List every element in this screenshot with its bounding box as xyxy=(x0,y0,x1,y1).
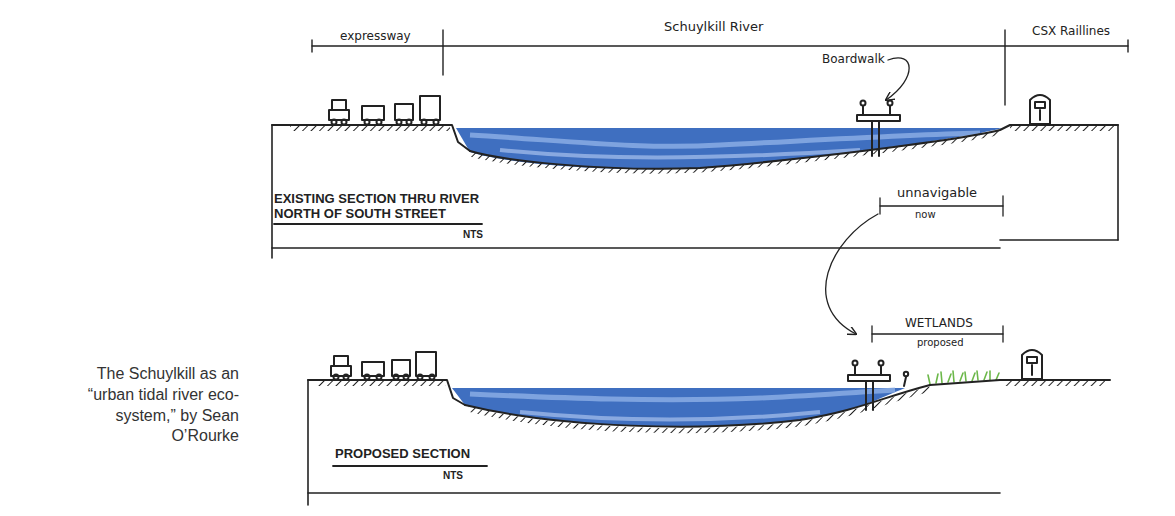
bracket-label: unnavigable xyxy=(897,186,977,201)
bracket-note: proposed xyxy=(917,337,964,349)
river-label: Schuylkill River xyxy=(664,20,763,35)
bracket-note: now xyxy=(915,209,936,221)
scale-note: NTS xyxy=(443,470,463,482)
boardwalk-label: Boardwalk xyxy=(822,53,885,67)
figure-caption: The Schuylkill as an “urban tidal river … xyxy=(74,364,239,447)
section-title: EXISTING SECTION THRU RIVER NORTH OF SOU… xyxy=(274,191,499,221)
bracket-label: WETLANDS xyxy=(905,317,973,331)
section-title: PROPOSED SECTION xyxy=(335,447,470,462)
scale-note: NTS xyxy=(463,229,483,241)
road-label: expressway xyxy=(340,30,411,44)
rail-label: CSX Raillines xyxy=(1032,25,1110,39)
